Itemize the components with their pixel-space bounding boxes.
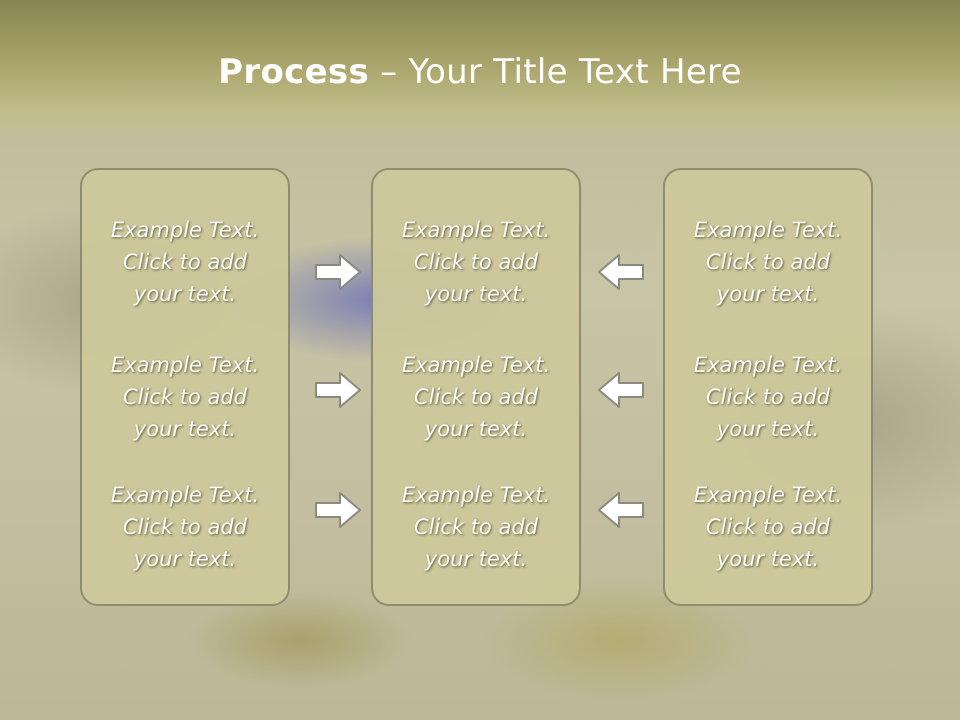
text-line: Click to add [122, 515, 247, 539]
slide-title[interactable]: Process – Your Title Text Here [0, 52, 960, 92]
text-line: Click to add [705, 385, 830, 409]
text-placeholder[interactable]: Example Text. Click to add your text. [373, 214, 579, 310]
text-line: Example Text. [110, 218, 260, 242]
title-rest: – Your Title Text Here [369, 52, 742, 92]
text-line: your text. [716, 282, 820, 306]
text-placeholder[interactable]: Example Text. Click to add your text. [373, 479, 579, 575]
title-bar [0, 0, 960, 140]
process-box-right[interactable]: Example Text. Click to add your text. Ex… [663, 168, 873, 606]
text-line: Example Text. [693, 353, 843, 377]
text-line: Example Text. [110, 353, 260, 377]
text-placeholder[interactable]: Example Text. Click to add your text. [665, 214, 871, 310]
text-placeholder[interactable]: Example Text. Click to add your text. [665, 349, 871, 445]
arrow-left-icon[interactable] [597, 490, 645, 530]
text-placeholder[interactable]: Example Text. Click to add your text. [82, 349, 288, 445]
arrow-left-icon[interactable] [597, 370, 645, 410]
process-box-left[interactable]: Example Text. Click to add your text. Ex… [80, 168, 290, 606]
text-line: your text. [716, 547, 820, 571]
text-line: your text. [133, 547, 237, 571]
text-line: Click to add [705, 515, 830, 539]
text-line: Click to add [122, 385, 247, 409]
text-line: Example Text. [401, 218, 551, 242]
text-line: your text. [133, 417, 237, 441]
text-line: Click to add [413, 250, 538, 274]
arrow-right-icon[interactable] [314, 370, 362, 410]
text-line: Example Text. [401, 353, 551, 377]
text-line: Example Text. [401, 483, 551, 507]
process-box-center[interactable]: Example Text. Click to add your text. Ex… [371, 168, 581, 606]
text-placeholder[interactable]: Example Text. Click to add your text. [82, 214, 288, 310]
text-line: your text. [716, 417, 820, 441]
text-line: Example Text. [110, 483, 260, 507]
text-placeholder[interactable]: Example Text. Click to add your text. [373, 349, 579, 445]
text-line: your text. [133, 282, 237, 306]
text-line: Example Text. [693, 218, 843, 242]
text-line: your text. [424, 547, 528, 571]
text-placeholder[interactable]: Example Text. Click to add your text. [665, 479, 871, 575]
text-line: Click to add [413, 385, 538, 409]
text-line: your text. [424, 282, 528, 306]
text-placeholder[interactable]: Example Text. Click to add your text. [82, 479, 288, 575]
text-line: Click to add [122, 250, 247, 274]
text-line: Click to add [413, 515, 538, 539]
text-line: Click to add [705, 250, 830, 274]
arrow-right-icon[interactable] [314, 490, 362, 530]
text-line: your text. [424, 417, 528, 441]
arrow-right-icon[interactable] [314, 252, 362, 292]
arrow-left-icon[interactable] [597, 252, 645, 292]
text-line: Example Text. [693, 483, 843, 507]
title-bold: Process [218, 52, 370, 92]
